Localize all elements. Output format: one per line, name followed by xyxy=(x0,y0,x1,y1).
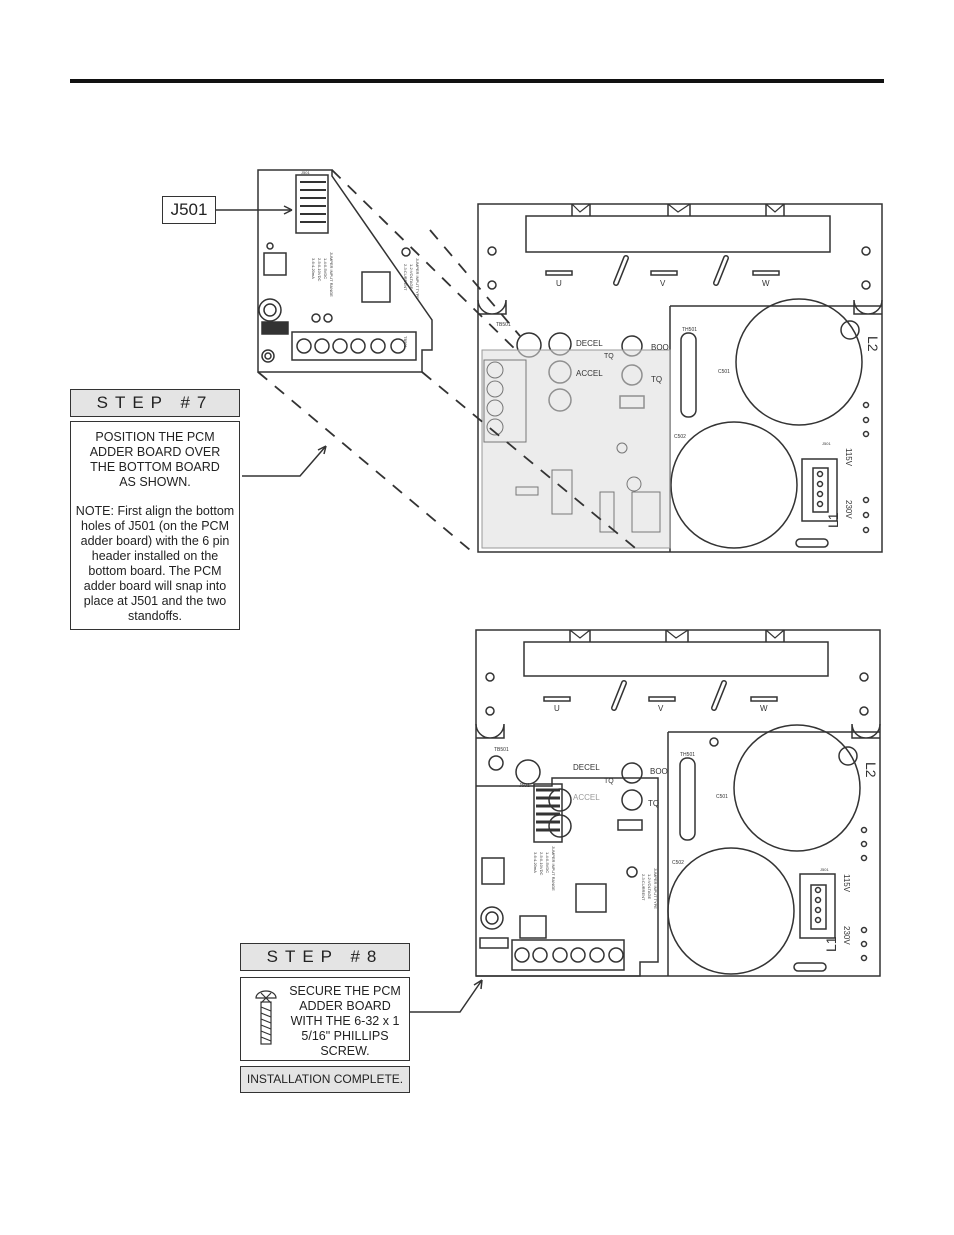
label-input-voltage: 1-2:VOLTAGE xyxy=(409,264,414,290)
label-tb501-inset: TB501 xyxy=(403,336,408,349)
label-230v: 230V xyxy=(844,500,853,519)
projection-lines xyxy=(257,169,641,553)
label-range-1: 1-4:0-5VDC xyxy=(323,258,328,279)
label-j501-3: J501 xyxy=(820,867,829,872)
label-decel-2: DECEL xyxy=(573,763,600,772)
adder-board-inset xyxy=(257,169,433,373)
top-rule xyxy=(70,79,884,83)
label-j501-bottom: J501 xyxy=(822,441,831,446)
label-l1-2: L1 xyxy=(823,936,839,952)
label-115v: 115V xyxy=(844,448,853,467)
label-jumper-input-type: JUMPER INPUT TYPE xyxy=(415,258,420,299)
label-u: U xyxy=(556,279,562,288)
step8-header-text: STEP #8 xyxy=(266,947,384,966)
assembled-board-step8 xyxy=(475,629,881,977)
label-accel: ACCEL xyxy=(576,369,603,378)
label-tq-1: TQ xyxy=(604,353,614,360)
step7-note: NOTE: First align the bottom holes of J5… xyxy=(75,504,235,623)
step8-header: STEP #8 xyxy=(240,943,410,971)
label-tq-4: TQ xyxy=(648,799,659,808)
step8-arrow xyxy=(410,979,483,1013)
label-jumper-input-range: JUMPER INPUT RANGE xyxy=(329,252,334,297)
label-input-current: 2-3:CURRENT xyxy=(403,264,408,291)
label-v: V xyxy=(660,279,666,288)
j501-callout-text: J501 xyxy=(170,200,208,219)
label-jumper-input-type-2: JUMPER INPUT TYPE xyxy=(653,868,658,909)
label-range-3: 3-6:4-20mA xyxy=(311,258,316,279)
label-tb501: TB501 xyxy=(496,322,511,328)
label-input-voltage-2: 1-2:VOLTAGE xyxy=(647,874,652,900)
label-u-2: U xyxy=(554,704,560,713)
label-accel-2: ACCEL xyxy=(573,793,600,802)
step7-header-text: STEP #7 xyxy=(96,393,214,412)
label-range-1-2: 1-4:0-5VDC xyxy=(545,852,550,873)
step7-header: STEP #7 xyxy=(70,389,240,417)
label-tq-3: TQ xyxy=(604,778,614,785)
label-230v-2: 230V xyxy=(842,926,851,945)
installation-complete: INSTALLATION COMPLETE. xyxy=(240,1066,410,1093)
board-text: U V W DECEL ACCEL TQ BOO TQ TB501 TH501 … xyxy=(301,170,881,952)
label-range-3-2: 3-6:4-20mA xyxy=(533,852,538,873)
label-boo-2: BOO xyxy=(650,767,668,776)
label-th501: TH501 xyxy=(682,327,697,333)
label-boo: BOO xyxy=(651,343,669,352)
j501-callout: J501 xyxy=(162,196,216,224)
label-c501-2: C501 xyxy=(716,794,728,800)
screw-icon xyxy=(255,990,277,1045)
label-j501-2: J501 xyxy=(519,783,530,789)
label-decel: DECEL xyxy=(576,339,603,348)
step7-arrow xyxy=(242,445,327,477)
label-c502-2: C502 xyxy=(672,860,684,866)
label-range-2: 2-5:0-10VDC xyxy=(317,258,322,281)
label-th501-2: TH501 xyxy=(680,752,695,758)
label-tq-2: TQ xyxy=(651,375,662,384)
label-l2-2: L2 xyxy=(863,762,879,778)
step8-instruction: SECURE THE PCM ADDER BOARD WITH THE 6-32… xyxy=(289,984,401,1058)
label-w-2: W xyxy=(760,704,768,713)
step7-instruction: POSITION THE PCM ADDER BOARD OVER THE BO… xyxy=(89,430,221,489)
step7-body: POSITION THE PCM ADDER BOARD OVER THE BO… xyxy=(70,421,240,630)
adder-board-overlay xyxy=(481,349,671,549)
label-l1: L1 xyxy=(825,512,841,528)
label-c502: C502 xyxy=(674,434,686,440)
label-range-2-2: 2-5:0-10VDC xyxy=(539,852,544,875)
label-c501: C501 xyxy=(718,369,730,375)
label-jumper-input-range-2: JUMPER INPUT RANGE xyxy=(551,846,556,891)
label-j501-inset: J501 xyxy=(301,170,310,175)
label-tb501-2: TB501 xyxy=(494,747,509,753)
label-input-current-2: 2-3:CURRENT xyxy=(641,874,646,901)
label-115v-2: 115V xyxy=(842,874,851,893)
step8-body: SECURE THE PCM ADDER BOARD WITH THE 6-32… xyxy=(240,977,410,1061)
label-l2: L2 xyxy=(865,336,881,352)
label-v-2: V xyxy=(658,704,664,713)
installation-complete-text: INSTALLATION COMPLETE. xyxy=(246,1072,404,1086)
label-w: W xyxy=(762,279,770,288)
